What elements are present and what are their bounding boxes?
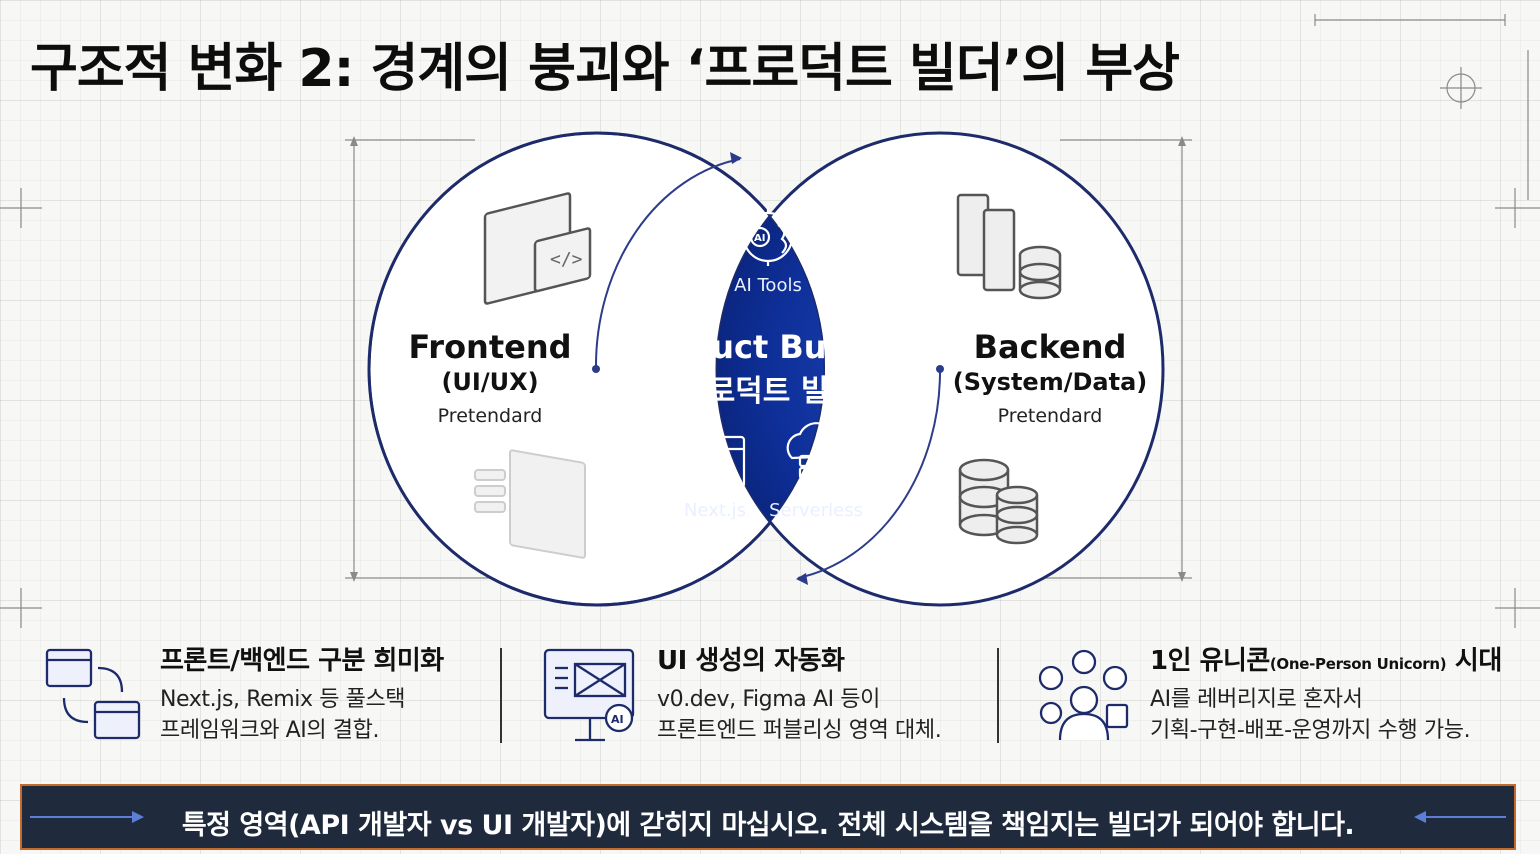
backend-font-label: Pretendard (960, 405, 1140, 427)
backend-subtitle: (System/Data) (945, 368, 1155, 396)
product-builder-title: Product Builder (620, 328, 916, 366)
auto-ui-monitor-icon (545, 650, 633, 740)
card-unicorn-heading-tail: 시대 (1455, 646, 1502, 676)
solo-founder-icon (1040, 651, 1127, 740)
code-tag-icon: </> (550, 249, 583, 270)
banner-message: 특정 영역(API 개발자 vs UI 개발자)에 갇히지 마십시오. 전체 시… (22, 803, 1514, 842)
card-ui-automation-heading: UI 생성의 자동화 (657, 640, 844, 677)
nextjs-label: Next.js (665, 500, 765, 521)
card-unicorn-body: AI를 레버리지로 혼자서 기획-구현-배포-운영까지 수행 가능. (1150, 684, 1470, 746)
frontend-font-label: Pretendard (405, 405, 575, 427)
card-unicorn-heading: 1인 유니콘(One-Person Unicorn) 시대 (1150, 640, 1502, 677)
card-fullstack-line: 프레임워크와 AI의 결합. (160, 715, 405, 746)
card-unicorn-line: AI를 레버리지로 혼자서 (1150, 684, 1470, 715)
svg-text:AI: AI (754, 233, 765, 244)
svg-text:AI: AI (611, 713, 624, 726)
card-fullstack-body: Next.js, Remix 등 풀스택 프레임워크와 AI의 결합. (160, 684, 405, 746)
card-ui-automation: UI 생성의 자동화 v0.dev, Figma AI 등이 프론트엔드 퍼블리… (657, 640, 987, 750)
svg-text:</>: </> (696, 459, 727, 479)
card-ui-automation-line: v0.dev, Figma AI 등이 (657, 684, 941, 715)
card-fullstack-heading: 프론트/백엔드 구분 희미화 (160, 640, 444, 677)
card-ui-automation-line: 프론트엔드 퍼블리싱 영역 대체. (657, 715, 941, 746)
card-fullstack: 프론트/백엔드 구분 희미화 Next.js, Remix 등 풀스택 프레임워… (160, 640, 490, 750)
serverless-label: Serverless (760, 500, 872, 521)
product-builder-subtitle: (프로덕트 빌더) (620, 366, 916, 410)
card-one-person-unicorn: 1인 유니콘(One-Person Unicorn) 시대 AI를 레버리지로 … (1150, 640, 1520, 750)
card-fullstack-line: Next.js, Remix 등 풀스택 (160, 684, 405, 715)
sync-layout-icon (47, 650, 139, 738)
ai-tools-label: AI Tools (708, 275, 828, 296)
divider (997, 648, 999, 743)
card-unicorn-heading-english: (One-Person Unicorn) (1270, 655, 1447, 673)
frontend-title: Frontend (405, 328, 575, 366)
bottom-banner: 특정 영역(API 개발자 vs UI 개발자)에 갇히지 마십시오. 전체 시… (20, 784, 1516, 850)
divider (500, 648, 502, 743)
backend-title: Backend (960, 328, 1140, 366)
frontend-subtitle: (UI/UX) (405, 368, 575, 396)
card-unicorn-heading-main: 1인 유니콘 (1150, 646, 1270, 676)
card-unicorn-line: 기획-구현-배포-운영까지 수행 가능. (1150, 715, 1470, 746)
card-ui-automation-body: v0.dev, Figma AI 등이 프론트엔드 퍼블리싱 영역 대체. (657, 684, 941, 746)
